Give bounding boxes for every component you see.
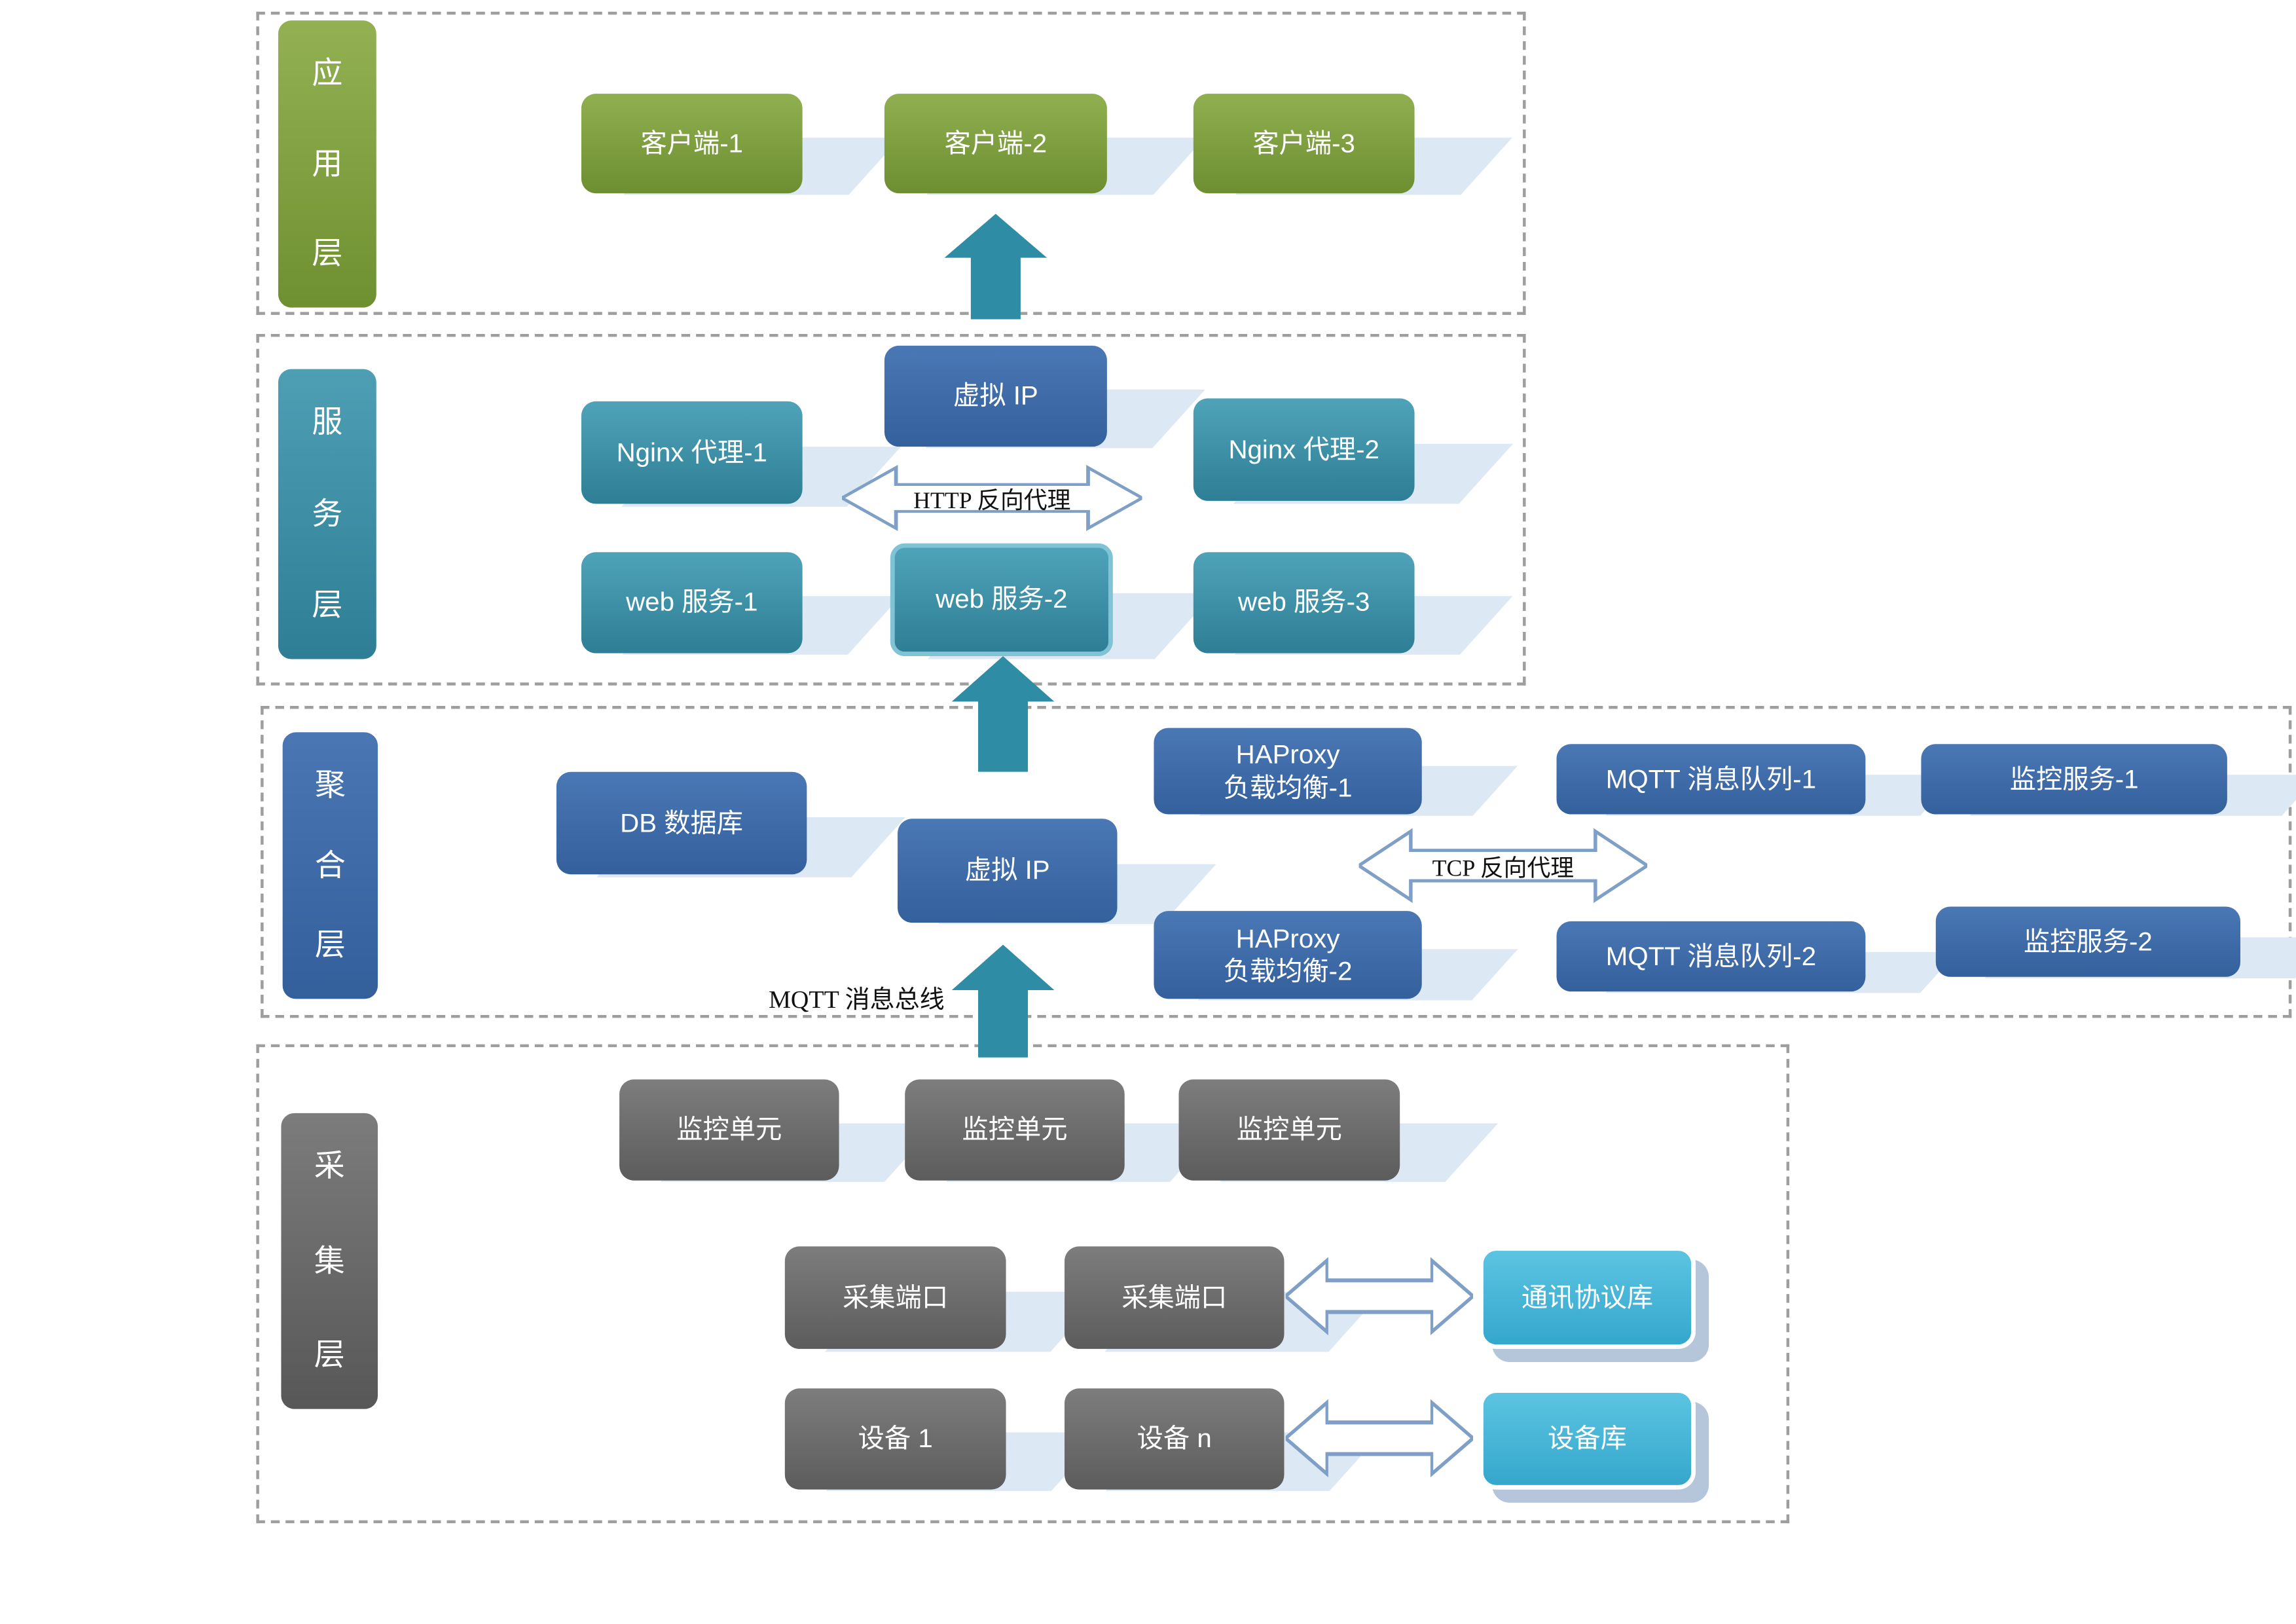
db-node: DB 数据库 xyxy=(556,771,906,877)
client-1-node: 客户端-1 xyxy=(581,94,900,196)
haproxy-1-node: HAProxy 负载均衡-1 xyxy=(1154,728,1518,817)
monitor-unit-2-node: 监控单元 xyxy=(905,1079,1223,1183)
aggregation-layer-title: 聚 合 层 xyxy=(282,732,378,999)
device-n-node: 设备 n xyxy=(1065,1388,1383,1492)
service-layer-char-2: 务 xyxy=(312,497,343,531)
collection-layer-char-3: 层 xyxy=(314,1338,345,1373)
double-arrow-icon xyxy=(1358,828,1648,904)
aggregation-virtual-ip-node: 虚拟 IP xyxy=(898,819,1216,925)
up-arrow-icon xyxy=(951,655,1055,772)
collect-port-2-node: 采集端口 xyxy=(1065,1246,1383,1352)
double-arrow-icon xyxy=(1285,1257,1474,1336)
http-reverse-proxy-label: HTTP 反向代理 xyxy=(913,489,1071,515)
monitor-service-2-box: 监控服务-2 xyxy=(1935,906,2240,977)
device-n-box: 设备 n xyxy=(1065,1388,1285,1490)
haproxy-2-node: HAProxy 负载均衡-2 xyxy=(1154,911,1518,1001)
double-arrow-icon xyxy=(842,464,1142,532)
monitor-service-1-box: 监控服务-1 xyxy=(1921,744,2227,815)
service-virtual-ip-box: 虚拟 IP xyxy=(884,345,1107,447)
haproxy-1-box: HAProxy 负载均衡-1 xyxy=(1154,728,1422,815)
monitor-unit-3-box: 监控单元 xyxy=(1178,1079,1400,1181)
app-layer-char-2: 用 xyxy=(312,147,343,181)
client-1-box: 客户端-1 xyxy=(581,94,803,194)
haproxy-2-box: HAProxy 负载均衡-2 xyxy=(1154,911,1422,999)
collection-layer-char-2: 集 xyxy=(314,1244,345,1278)
mqtt-queue-2-box: MQTT 消息队列-2 xyxy=(1556,921,1866,992)
double-arrow-icon xyxy=(1285,1399,1474,1478)
aggregation-layer-char-3: 层 xyxy=(314,929,346,963)
monitor-unit-3-node: 监控单元 xyxy=(1178,1079,1499,1183)
service-virtual-ip-node: 虚拟 IP xyxy=(884,345,1205,449)
monitor-unit-2-box: 监控单元 xyxy=(905,1079,1125,1181)
client-3-node: 客户端-3 xyxy=(1193,94,1512,196)
client-2-node: 客户端-2 xyxy=(884,94,1205,196)
app-layer-char-1: 应 xyxy=(312,57,343,91)
http-reverse-proxy-arrow: HTTP 反向代理 xyxy=(842,464,1142,532)
web-service-1-node: web 服务-1 xyxy=(581,552,901,655)
monitor-service-2-node: 监控服务-2 xyxy=(1935,906,2296,978)
client-3-box: 客户端-3 xyxy=(1193,94,1415,194)
web-service-1-box: web 服务-1 xyxy=(581,552,803,654)
device-library-node: 设备库 xyxy=(1478,1388,1696,1490)
haproxy-2-line-1: HAProxy xyxy=(1235,923,1340,953)
mqtt-bus-label: MQTT 消息总线 xyxy=(769,986,945,1014)
haproxy-2-line-2: 负载均衡-2 xyxy=(1223,956,1353,986)
nginx-proxy-1-box: Nginx 代理-1 xyxy=(581,401,803,504)
collect-port-2-box: 采集端口 xyxy=(1065,1246,1285,1349)
protocol-link-arrow xyxy=(1285,1257,1474,1336)
aggregation-virtual-ip-box: 虚拟 IP xyxy=(898,819,1118,923)
tcp-reverse-proxy-label: TCP 反向代理 xyxy=(1432,857,1575,882)
web-service-2-box: web 服务-2 xyxy=(890,543,1113,656)
tcp-reverse-proxy-arrow: TCP 反向代理 xyxy=(1358,828,1648,904)
web-service-3-node: web 服务-3 xyxy=(1193,552,1513,655)
client-2-box: 客户端-2 xyxy=(884,94,1107,194)
monitor-unit-1-box: 监控单元 xyxy=(619,1079,839,1181)
collect-port-1-node: 采集端口 xyxy=(784,1246,1105,1352)
collect-port-1-box: 采集端口 xyxy=(784,1246,1006,1349)
service-layer-title: 服 务 层 xyxy=(278,369,376,659)
app-layer-char-3: 层 xyxy=(312,237,343,271)
app-layer-frame xyxy=(256,11,1526,315)
aggregation-layer-frame xyxy=(261,706,2292,1018)
device-1-box: 设备 1 xyxy=(784,1388,1006,1490)
mqtt-queue-1-box: MQTT 消息队列-1 xyxy=(1556,744,1866,815)
service-layer-char-1: 服 xyxy=(312,405,343,439)
db-box: DB 数据库 xyxy=(556,771,807,875)
web-service-3-box: web 服务-3 xyxy=(1193,552,1415,654)
aggregation-layer-char-1: 聚 xyxy=(314,769,346,803)
nginx-proxy-2-box: Nginx 代理-2 xyxy=(1193,398,1415,501)
protocol-library-box: 通讯协议库 xyxy=(1478,1246,1696,1349)
service-layer-char-3: 层 xyxy=(312,589,343,623)
app-layer-title: 应 用 层 xyxy=(278,20,376,308)
nginx-proxy-1-node: Nginx 代理-1 xyxy=(581,401,902,506)
device-library-box: 设备库 xyxy=(1478,1388,1696,1490)
device-link-arrow xyxy=(1285,1399,1474,1478)
aggregation-layer-char-2: 合 xyxy=(314,849,346,883)
mqtt-queue-1-node: MQTT 消息队列-1 xyxy=(1556,744,1958,816)
monitor-service-1-node: 监控服务-1 xyxy=(1921,744,2296,816)
nginx-proxy-2-node: Nginx 代理-2 xyxy=(1193,398,1514,504)
up-arrow-icon xyxy=(944,213,1048,320)
collection-layer-title: 采 集 层 xyxy=(281,1113,378,1409)
collection-layer-char-1: 采 xyxy=(314,1149,345,1184)
device-1-node: 设备 1 xyxy=(784,1388,1104,1492)
mqtt-queue-2-node: MQTT 消息队列-2 xyxy=(1556,921,1958,993)
monitor-unit-1-node: 监控单元 xyxy=(619,1079,938,1183)
haproxy-1-line-1: HAProxy xyxy=(1235,739,1340,769)
up-arrow-icon xyxy=(951,944,1055,1058)
protocol-library-node: 通讯协议库 xyxy=(1478,1246,1696,1349)
service-layer-frame xyxy=(256,333,1526,686)
haproxy-1-line-2: 负载均衡-1 xyxy=(1223,772,1353,802)
web-service-2-node: web 服务-2 xyxy=(890,543,1214,659)
